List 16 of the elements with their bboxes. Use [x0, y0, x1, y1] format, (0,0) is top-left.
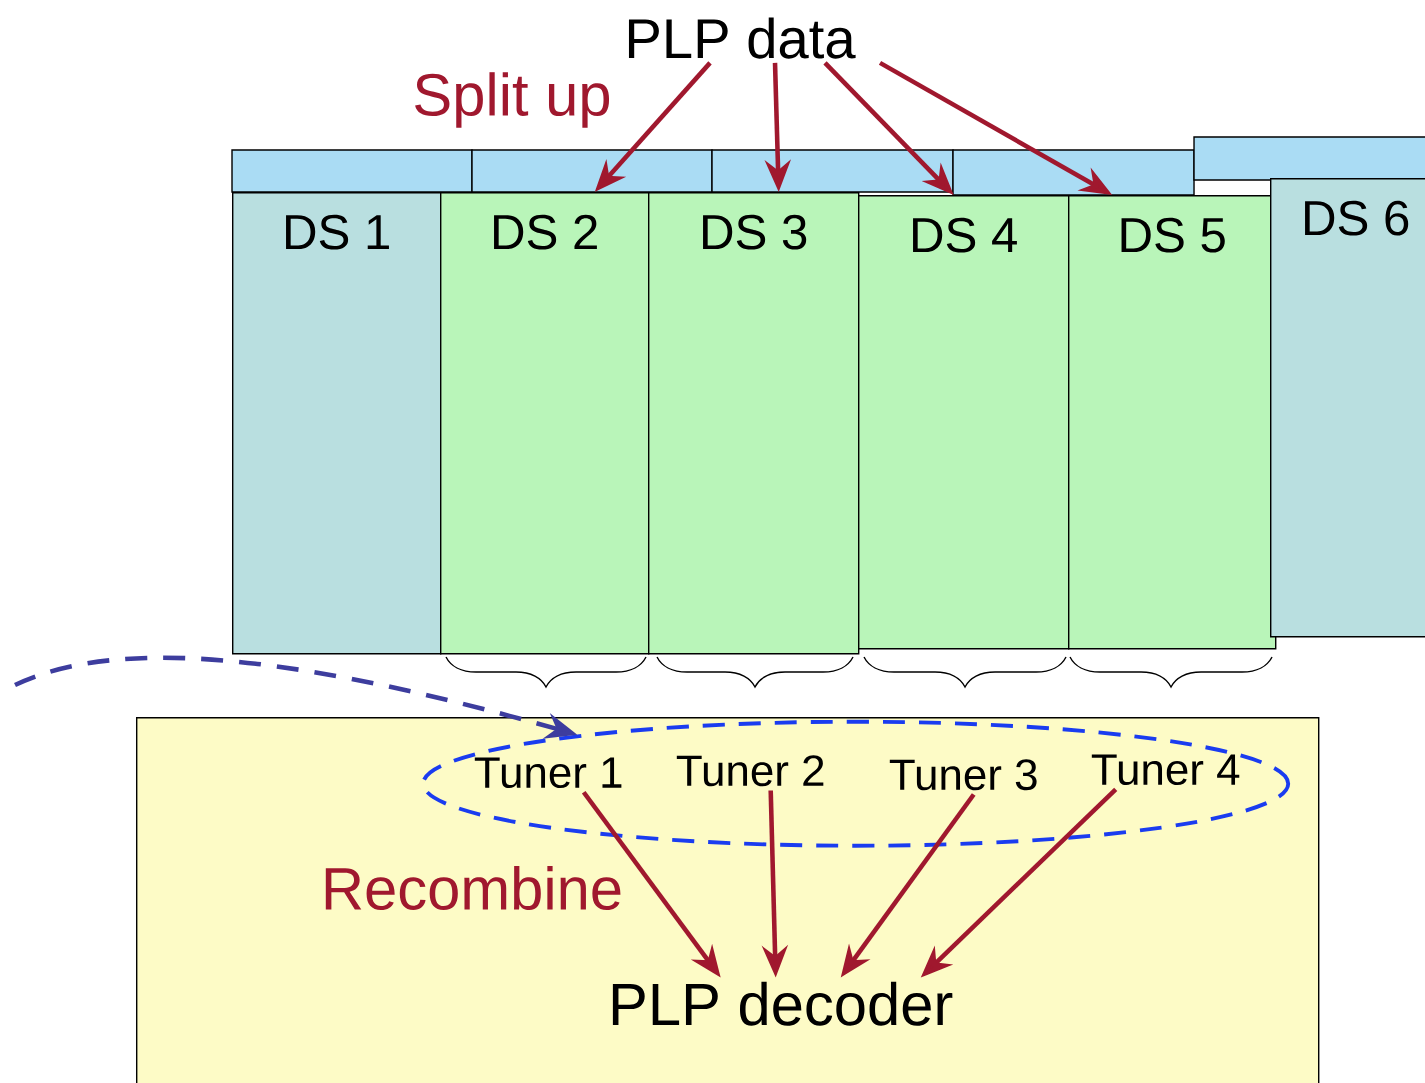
annotation-label: Recombine	[325, 866, 621, 910]
data-slice-box: DS 6	[1270, 178, 1425, 638]
text-label: PLP data	[628, 17, 856, 59]
annotation-label: Split up	[415, 72, 610, 128]
text-label: Tuner 1	[474, 757, 622, 789]
text-label: Tuner 3	[889, 759, 1037, 791]
data-slice-box: DS 5	[1068, 195, 1277, 650]
text-label: Tuner 4	[1091, 754, 1240, 786]
text-label: Tuner 2	[676, 755, 824, 787]
data-slice-box: DS 1	[232, 192, 442, 655]
data-slice-box: DS 4	[858, 195, 1070, 650]
data-slice-box: DS 2	[440, 192, 650, 655]
receiver-box	[136, 717, 1320, 1083]
text-label: PLP decoder	[612, 981, 953, 1026]
dashed-ellipse	[421, 719, 1291, 848]
data-slice-box: DS 3	[648, 192, 860, 655]
